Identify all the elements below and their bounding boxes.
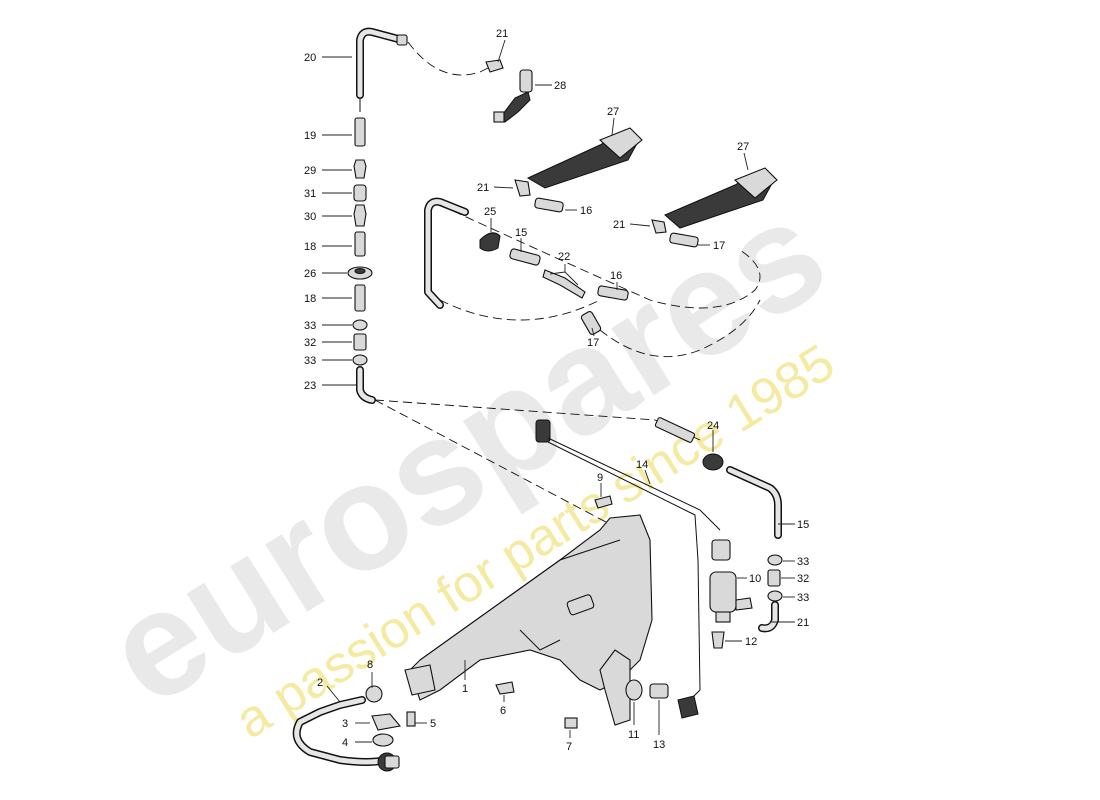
callout-27-b: 27 <box>737 141 749 153</box>
callout-5: 5 <box>430 718 436 730</box>
washer-jets <box>526 127 778 229</box>
callout-24: 24 <box>707 420 719 432</box>
callout-32-a: 32 <box>304 337 316 349</box>
callout-29: 29 <box>304 165 316 177</box>
callout-21-mid: 21 <box>477 182 489 194</box>
callout-7: 7 <box>566 741 572 753</box>
top-connectors <box>485 59 533 123</box>
callout-25: 25 <box>484 206 496 218</box>
callout-15-b: 15 <box>797 519 809 531</box>
callout-21-top: 21 <box>496 28 508 40</box>
callout-30: 30 <box>304 211 316 223</box>
callout-33-b: 33 <box>304 355 316 367</box>
callout-32-b: 32 <box>797 573 809 585</box>
callout-17-a: 17 <box>713 240 725 252</box>
callout-18-upper: 18 <box>304 241 316 253</box>
callout-15-a: 15 <box>515 227 527 239</box>
callout-21-bottom: 21 <box>797 617 809 629</box>
callout-9: 9 <box>597 472 603 484</box>
callout-16-a: 16 <box>580 205 592 217</box>
callout-31: 31 <box>304 188 316 200</box>
callout-16-b: 16 <box>610 270 622 282</box>
callout-28: 28 <box>554 80 566 92</box>
callout-3: 3 <box>342 718 348 730</box>
callout-4: 4 <box>342 737 348 749</box>
wiring-harness <box>535 419 731 719</box>
callout-10: 10 <box>749 573 761 585</box>
filler-hose <box>292 681 578 772</box>
callout-20: 20 <box>304 52 316 64</box>
callouts: 20 19 29 31 30 18 26 18 33 32 33 23 21 2… <box>304 28 809 753</box>
callout-33-c: 33 <box>797 556 809 568</box>
mid-hose-assembly <box>424 179 761 358</box>
callout-1: 1 <box>462 683 468 695</box>
callout-12: 12 <box>745 636 757 648</box>
washer-tank <box>404 514 669 726</box>
callout-23: 23 <box>304 380 316 392</box>
callout-19: 19 <box>304 130 316 142</box>
callout-33-a: 33 <box>304 320 316 332</box>
callout-2: 2 <box>317 677 323 689</box>
callout-6: 6 <box>500 705 506 717</box>
left-hose-stack <box>347 27 408 404</box>
callout-26: 26 <box>304 268 316 280</box>
callout-14: 14 <box>636 459 648 471</box>
callout-8: 8 <box>367 659 373 671</box>
callout-18-lower: 18 <box>304 293 316 305</box>
pump-assembly <box>594 417 783 649</box>
callout-22: 22 <box>558 251 570 263</box>
callout-27-a: 27 <box>607 106 619 118</box>
callout-13: 13 <box>653 739 665 751</box>
callout-11: 11 <box>628 729 639 741</box>
callout-21-right: 21 <box>613 219 625 231</box>
callout-17-b: 17 <box>587 337 599 349</box>
callout-33-d: 33 <box>797 592 809 604</box>
